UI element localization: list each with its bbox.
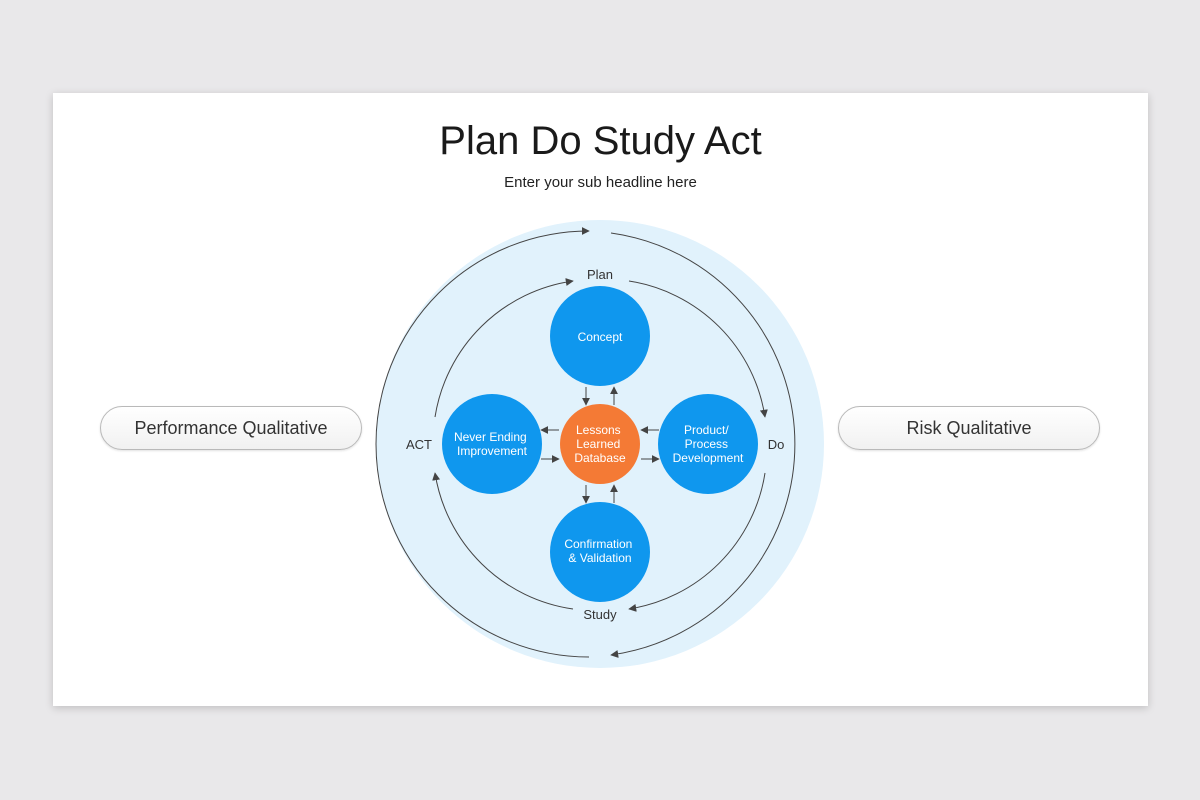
node-concept[interactable]: Concept (550, 286, 650, 386)
node-center-line: Learned (576, 437, 620, 451)
node-concept-label: Concept (578, 330, 623, 344)
node-confirmation-label: Confirmation & Validation (564, 537, 635, 565)
node-improvement-label: Never Ending Improvement (454, 430, 530, 458)
node-confirmation-validation[interactable]: Confirmation & Validation (550, 502, 650, 602)
phase-label-act: ACT (406, 437, 432, 452)
node-center-line: Lessons (576, 423, 621, 437)
node-confirmation-line: & Validation (568, 551, 631, 565)
node-product-label: Product/ Process Development (673, 423, 744, 465)
slide: Plan Do Study Act Enter your sub headlin… (53, 93, 1148, 706)
node-center-label: Lessons Learned Database (574, 423, 626, 465)
outer-arc-right (610, 232, 796, 658)
page-subtitle: Enter your sub headline here (504, 174, 697, 191)
node-improvement-line: Never Ending (454, 430, 527, 444)
page-title: Plan Do Study Act (439, 119, 762, 163)
outer-arc-top-left (375, 227, 590, 658)
node-lessons-learned-database[interactable]: Lessons Learned Database (560, 404, 640, 484)
node-confirmation-line: Confirmation (564, 537, 632, 551)
pdsa-diagram: Plan Do Study ACT Concept Product/ Proce… (375, 220, 824, 668)
node-concept-line: Concept (578, 330, 623, 344)
inner-arc-do-study (628, 472, 766, 612)
inner-arc-plan-do (628, 280, 768, 418)
risk-qualitative-pill[interactable]: Risk Qualitative (838, 406, 1100, 450)
node-never-ending-improvement[interactable]: Never Ending Improvement (442, 394, 542, 494)
inner-arc-study-act (432, 472, 574, 610)
inner-arc-act-plan (434, 278, 574, 418)
node-product-line: Development (673, 451, 744, 465)
node-center-line: Database (574, 451, 626, 465)
phase-label-study: Study (583, 607, 617, 622)
node-improvement-line: Improvement (457, 444, 528, 458)
node-product-line: Product/ (684, 423, 729, 437)
node-product-development[interactable]: Product/ Process Development (658, 394, 758, 494)
performance-qualitative-pill[interactable]: Performance Qualitative (100, 406, 362, 450)
phase-label-do: Do (768, 437, 785, 452)
node-product-line: Process (685, 437, 728, 451)
phase-label-plan: Plan (587, 267, 613, 282)
